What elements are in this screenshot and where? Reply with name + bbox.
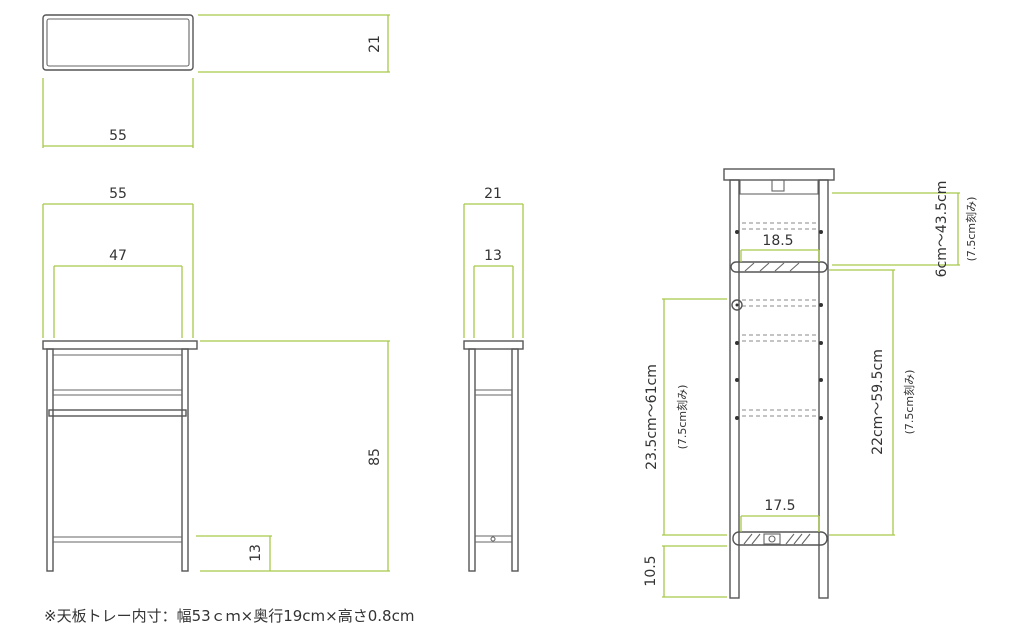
front-width-outer-label: 55 [109, 186, 127, 202]
left-step-label: (7.5cm刻み) [675, 385, 689, 450]
top-depth-label: 21 [367, 35, 383, 53]
upper-shelf-width-label: 18.5 [762, 233, 793, 249]
front-lower-shelf-label: 13 [248, 544, 264, 562]
leg-height-label: 10.5 [643, 555, 659, 586]
side-view: 21 13 [463, 186, 524, 572]
side-depth-inner-label: 13 [484, 248, 502, 264]
top-adjust-label: 6cm～43.5cm [934, 181, 950, 278]
lower-shelf-width-label: 17.5 [764, 498, 795, 514]
detail-view: 18.5 17.5 6cm～43.5cm (7.5cm刻み) 22cm～59.5… [643, 168, 978, 599]
front-view: 55 47 85 13 [42, 186, 390, 572]
top-adjust-step-label: (7.5cm刻み) [964, 197, 978, 262]
side-depth-outer-label: 21 [484, 186, 502, 202]
front-height-label: 85 [367, 448, 383, 466]
top-width-label: 55 [109, 128, 127, 144]
top-view: 21 55 [42, 14, 390, 148]
front-width-inner-label: 47 [109, 248, 127, 264]
right-step-label: (7.5cm刻み) [902, 370, 916, 435]
left-range-label: 23.5cm～61cm [644, 364, 660, 470]
right-range-label: 22cm～59.5cm [870, 349, 886, 455]
tray-inner-dimensions-note: ※天板トレー内寸：幅53ｃｍ×奥行19cm×高さ0.8cm [44, 607, 415, 625]
